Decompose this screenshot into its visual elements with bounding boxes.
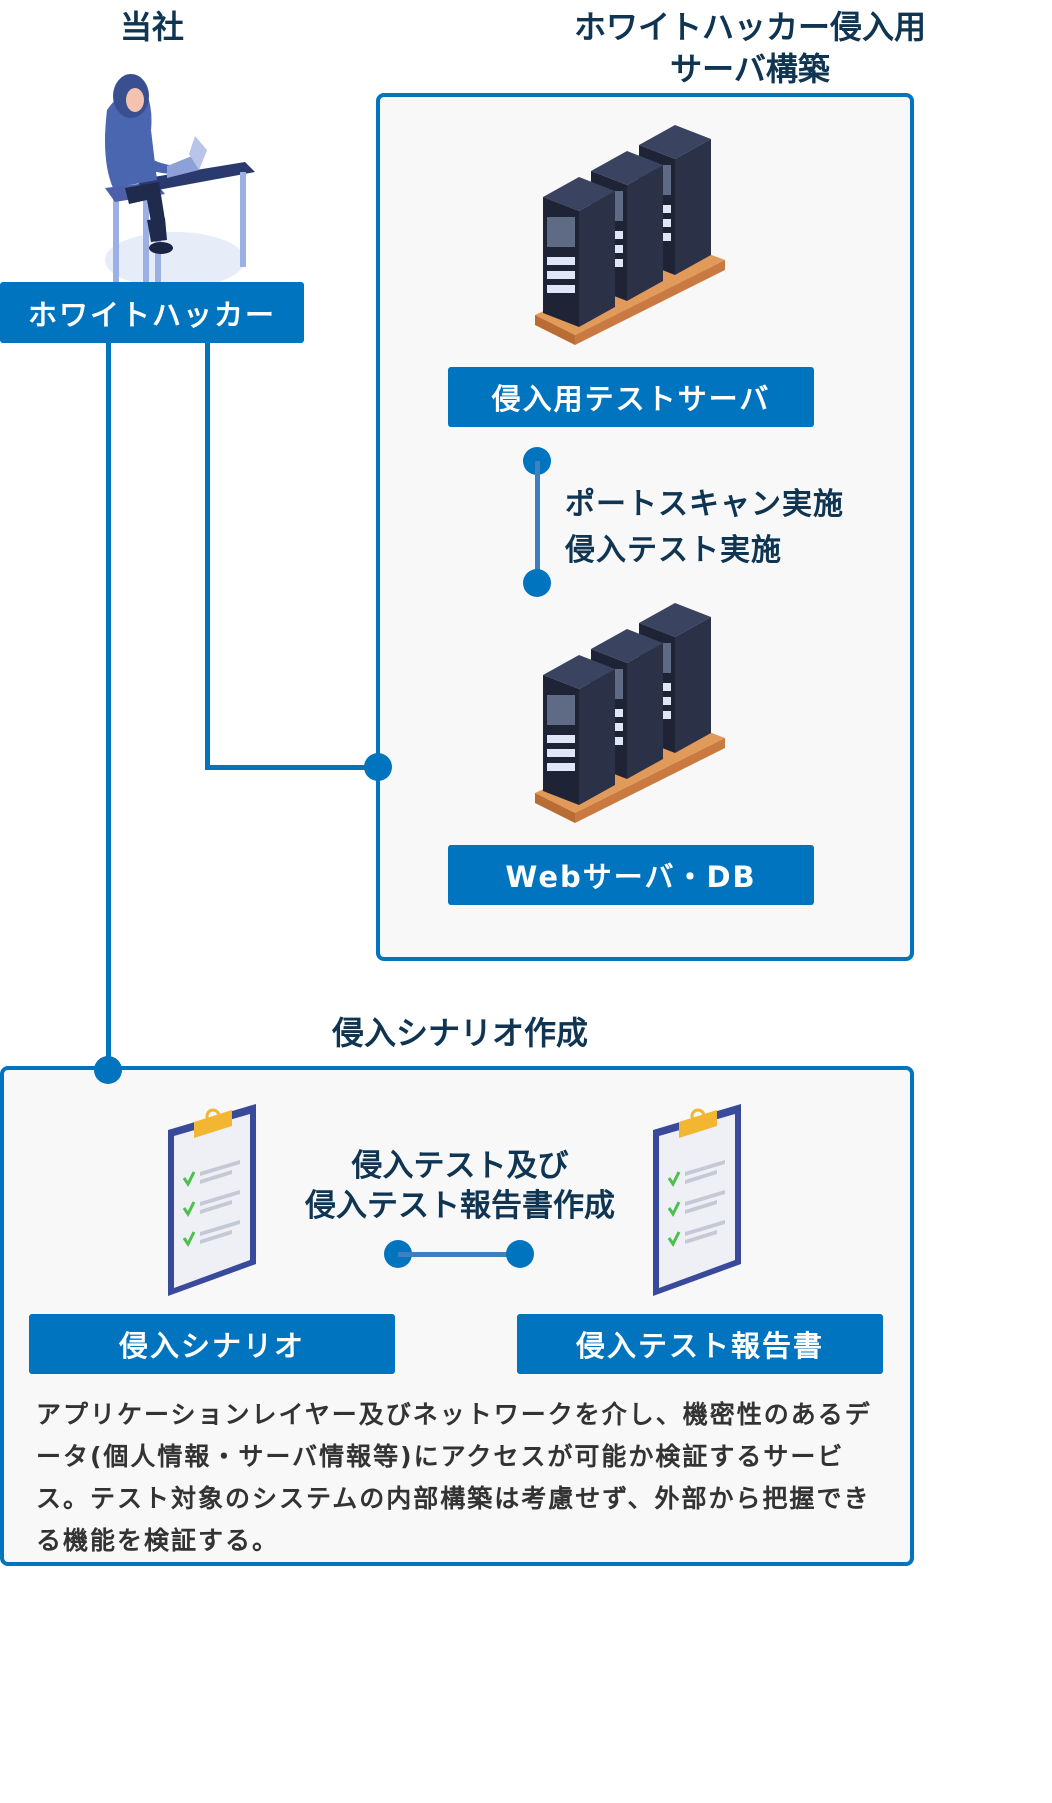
web-server-label: Webサーバ・DB — [448, 845, 814, 905]
connector-to-scenario — [106, 343, 111, 1070]
test-server-label: 侵入用テストサーバ — [448, 367, 814, 427]
action-connector-bottom-dot — [523, 569, 551, 597]
service-description: アプリケーションレイヤー及びネットワークを介し、機密性のあるデータ(個人情報・サ… — [36, 1400, 872, 1555]
report-label: 侵入テスト報告書 — [517, 1314, 883, 1374]
action-connector-line — [535, 461, 540, 583]
hacker-icon — [105, 74, 255, 292]
server-section-heading: ホワイトハッカー侵入用 サーバ構築 — [573, 8, 926, 88]
white-hacker-label: ホワイトハッカー — [0, 282, 304, 343]
connector-to-server-horizontal — [205, 765, 380, 770]
action-text: ポートスキャン実施 侵入テスト実施 — [565, 487, 844, 568]
scenario-center-text: 侵入テスト及び 侵入テスト報告書作成 — [305, 1148, 615, 1224]
server-rack-icon — [535, 603, 725, 823]
scenario-label: 侵入シナリオ — [29, 1314, 395, 1374]
clipboard-checklist-icon — [653, 1104, 741, 1296]
company-heading: 当社 — [119, 8, 184, 46]
report-connector-right-dot — [506, 1240, 534, 1268]
server-panel-connector-dot — [364, 753, 392, 781]
scenario-panel-connector-dot — [94, 1056, 122, 1084]
clipboard-checklist-icon — [168, 1104, 256, 1296]
connector-to-server-vertical — [205, 343, 210, 770]
scenario-section-heading: 侵入シナリオ作成 — [331, 1014, 588, 1052]
server-rack-icon — [535, 125, 725, 345]
report-connector-line — [398, 1252, 520, 1257]
